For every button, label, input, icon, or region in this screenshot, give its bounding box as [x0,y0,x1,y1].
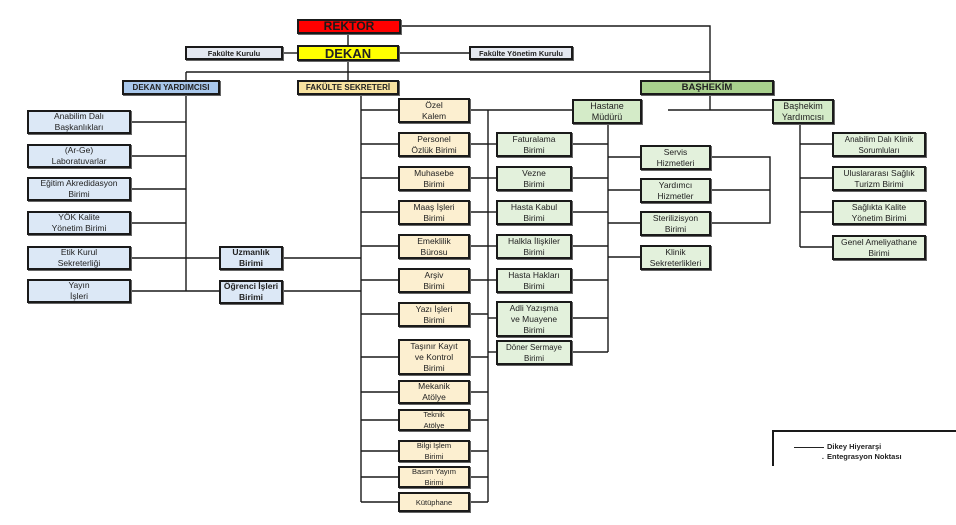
egitim-akredidasyon-box[interactable]: Eğitim Akredidasyon Birimi [27,177,131,201]
yok-kalite-box[interactable]: YÖK Kalite Yönetim Birimi [27,211,131,235]
bilgi-islem-box[interactable]: Bilgi İşlem Birimi [398,440,470,462]
saglikta-kalite-box[interactable]: Sağlıkta Kalite Yönetim Birimi [832,200,926,225]
ogrenci-isleri-box[interactable]: Öğrenci İşleri Birimi [219,280,283,304]
personel-ozluk-box[interactable]: Personel Özlük Birimi [398,132,470,157]
anabilim-dali-baskanliklari-box[interactable]: Anabilim Dalı Başkanlıkları [27,110,131,134]
legend-dot-icon: . [821,452,824,461]
ozel-kalem-box[interactable]: Özel Kalem [398,98,470,123]
sterilizisyon-box[interactable]: Sterilizisyon Birimi [640,211,711,236]
anabilim-dali-klinik-box[interactable]: Anabilim Dalı Klinik Sorumluları [832,132,926,157]
legend-vertical-label: Dikey Hiyerarşi [827,442,882,451]
fakulte-yonetim-kurulu-box[interactable]: Fakülte Yönetim Kurulu [469,46,573,60]
klinik-sekreterlikleri-box[interactable]: Klinik Sekreterlikleri [640,245,711,270]
adli-yazisma-box[interactable]: Adli Yazışma ve Muayene Birimi [496,301,572,337]
vezne-box[interactable]: Vezne Birimi [496,166,572,191]
genel-ameliyathane-box[interactable]: Genel Ameliyathane Birimi [832,235,926,260]
yayin-isleri-box[interactable]: Yayın İşleri [27,279,131,303]
kutuphane-box[interactable]: Kütüphane [398,492,470,512]
tasinir-kayit-box[interactable]: Taşınır Kayıt ve Kontrol Birimi [398,339,470,375]
legend-vertical-row: Dikey Hiyerarşi [794,442,881,451]
mekanik-atolye-box[interactable]: Mekanik Atölye [398,380,470,404]
uzmanlik-birimi-box[interactable]: Uzmanlık Birimi [219,246,283,270]
legend-integration-label: Entegrasyon Noktası [827,452,902,461]
yazi-isleri-box[interactable]: Yazı İşleri Birimi [398,302,470,327]
doner-sermaye-box[interactable]: Döner Sermaye Birimi [496,340,572,365]
ar-ge-laboratuvarlar-box[interactable]: (Ar-Ge) Laboratuvarlar [27,144,131,168]
emeklilik-burosu-box[interactable]: Emeklilik Bürosu [398,234,470,259]
muhasebe-box[interactable]: Muhasebe Birimi [398,166,470,191]
etik-kurul-box[interactable]: Etik Kurul Sekreterliği [27,246,131,270]
servis-hizmetleri-box[interactable]: Servis Hizmetleri [640,145,711,170]
legend-integration-row: .Entegrasyon Noktası [794,452,902,461]
hastane-muduru-box[interactable]: Hastane Müdürü [572,99,642,124]
halkla-iliskiler-box[interactable]: Halkla İlişkiler Birimi [496,234,572,259]
fakulte-kurulu-box[interactable]: Fakülte Kurulu [185,46,283,60]
basim-yayim-box[interactable]: Basım Yayım Birimi [398,466,470,488]
dekan-box[interactable]: DEKAN [297,45,399,61]
rektor-box[interactable]: REKTÖR [297,19,401,34]
maas-isleri-box[interactable]: Maaş İşleri Birimi [398,200,470,225]
hasta-kabul-box[interactable]: Hasta Kabul Birimi [496,200,572,225]
legend-line-icon [794,446,824,448]
faturalama-box[interactable]: Faturalama Birimi [496,132,572,157]
arsiv-box[interactable]: Arşiv Birimi [398,268,470,293]
teknik-atolye-box[interactable]: Teknik Atölye [398,409,470,431]
bashekim-yardimcisi-box[interactable]: Başhekim Yardımcısı [772,99,834,124]
dekan-yardimcisi-box[interactable]: DEKAN YARDIMCISI [122,80,220,95]
hasta-haklari-box[interactable]: Hasta Hakları Birimi [496,268,572,293]
uluslararasi-saglik-box[interactable]: Uluslararası Sağlık Turizm Birimi [832,166,926,191]
yardimci-hizmetler-box[interactable]: Yardımcı Hizmetler [640,178,711,203]
bashekim-box[interactable]: BAŞHEKİM [640,80,774,95]
fakulte-sekreteri-box[interactable]: FAKÜLTE SEKRETERİ [297,80,399,95]
legend: Dikey Hiyerarşi .Entegrasyon Noktası [772,430,956,466]
